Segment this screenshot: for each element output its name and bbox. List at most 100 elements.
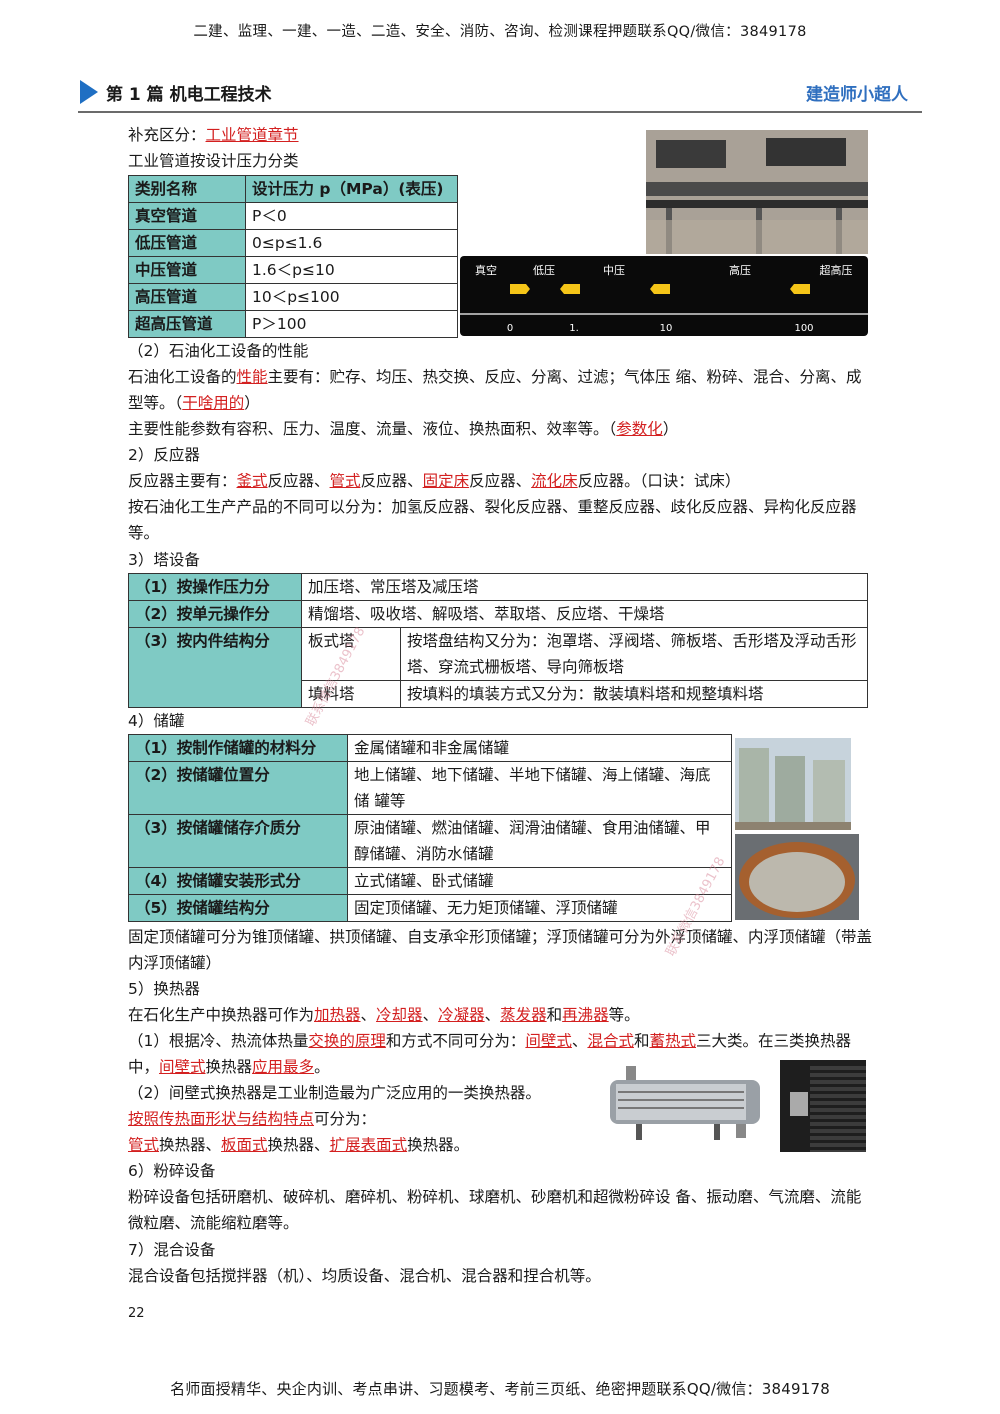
fin — [810, 1080, 866, 1084]
red-keyword: 蒸发器 — [500, 1006, 547, 1024]
pipe-range-cell: P＜0 — [245, 202, 458, 230]
exchanger-paragraph-1: 在石化生产中换热器可作为加热器、冷却器、冷凝器、蒸发器和再沸器等。 — [128, 1002, 873, 1028]
red-keyword: 再沸器 — [562, 1006, 609, 1024]
tower-cat-cell: （1）按操作压力分 — [128, 573, 302, 601]
tank-desc-cell: 固定顶储罐、无力矩顶储罐、浮顶储罐 — [347, 894, 732, 922]
top-banner: 二建、监理、一建、一造、二造、安全、消防、咨询、检测课程押题联系QQ/微信：38… — [193, 24, 807, 40]
text-span: 石油化工设备的 — [128, 368, 237, 386]
tank-cat-cell: （1）按制作储罐的材料分 — [128, 734, 348, 762]
supplement-link: 工业管道章节 — [205, 126, 299, 144]
tower-cat-cell: （2）按单元操作分 — [128, 600, 302, 628]
red-keyword: 加热器 — [314, 1006, 361, 1024]
scale-label: 中压 — [603, 264, 625, 277]
tower-heading: 3）塔设备 — [128, 551, 200, 569]
tank-photo-1-drawing — [735, 738, 851, 830]
text-span: 反应器主要有： — [128, 472, 237, 490]
text-span: 和方式不同可分为： — [385, 1032, 526, 1050]
tower-desc-cell: 按塔盘结构又分为：泡罩塔、浮阀塔、筛板塔、舌形塔及浮动舌形塔、穿流式栅板塔、导向… — [400, 627, 868, 681]
tank-photo-1 — [735, 738, 851, 830]
text-span: 和 — [633, 1032, 650, 1050]
text-span: 等。 — [608, 1006, 640, 1024]
fin — [810, 1115, 866, 1119]
red-keyword: 参数化 — [616, 420, 663, 438]
pipe-cat-cell: 高压管道 — [128, 283, 246, 311]
shell-tube-exchanger-image — [596, 1062, 772, 1142]
scale-label: 真空 — [475, 263, 497, 277]
shell-tube-exchanger-drawing — [610, 1066, 760, 1140]
scale-flag — [560, 284, 580, 294]
fin — [810, 1129, 866, 1133]
tank-desc-cell: 立式储罐、卧式储罐 — [347, 867, 732, 895]
red-keyword: 釜式 — [236, 472, 268, 490]
pipe-range-cell: 10＜p≤100 — [245, 283, 458, 311]
red-keyword: 扩展表面式 — [329, 1136, 408, 1154]
text-span: 反应器、 — [267, 472, 330, 490]
pipe-class-title: 工业管道按设计压力分类 — [128, 152, 299, 170]
red-keyword: 冷凝器 — [438, 1006, 485, 1024]
text-span: 、 — [571, 1032, 588, 1050]
header-divider — [78, 111, 922, 113]
reactor-heading: 2）反应器 — [128, 446, 200, 464]
text-span: 。 — [314, 1058, 330, 1076]
tower-table: （1）按操作压力分 加压塔、常压塔及减压塔 （2）按单元操作分 精馏塔、吸收塔、… — [128, 573, 868, 708]
tower-desc-cell: 按填料的填装方式又分为：散装填料塔和规整填料塔 — [400, 680, 868, 708]
pipe-header-cell: 设计压力 p（MPa）(表压) — [245, 175, 458, 203]
text-span: 在石化生产中换热器可作为 — [128, 1006, 315, 1024]
scale-flag — [790, 284, 810, 294]
tank-cat-cell: （4）按储罐安装形式分 — [128, 867, 348, 895]
fin — [810, 1094, 866, 1098]
supplement-line: 补充区分：工业管道章节 — [128, 122, 299, 148]
pipe-cat-cell: 中压管道 — [128, 256, 246, 284]
reactor-paragraph-1: 反应器主要有：釜式反应器、管式反应器、固定床反应器、流化床反应器。（口诀：试床） — [128, 468, 873, 494]
tank-cat-cell: （5）按储罐结构分 — [128, 894, 348, 922]
text-span: 三大类。在三类换热器中， — [128, 1032, 851, 1076]
finned-tube-image — [780, 1060, 866, 1154]
scale-label: 超高压 — [820, 263, 853, 277]
bottom-banner: 名师面授精华、央企内训、考点串讲、习题模考、考前三页纸、绝密押题联系QQ/微信：… — [170, 1380, 830, 1398]
text-span: 反应器。（口诀：试床） — [577, 472, 741, 490]
text-span: 反应器、 — [360, 472, 423, 490]
page-number: 22 — [128, 1306, 145, 1321]
text-span: 可分为： — [314, 1110, 377, 1128]
text-span: 换热器。 — [407, 1136, 470, 1154]
mixer-paragraph: 混合设备包括搅拌器（机）、均质设备、混合机、混合器和捏合机等。 — [128, 1267, 601, 1285]
fin — [810, 1087, 866, 1091]
scale-flag — [510, 284, 530, 294]
scale-tick-label: 0 — [507, 323, 513, 334]
fin — [810, 1136, 866, 1140]
fin — [810, 1101, 866, 1105]
exchanger-paragraph-5: 管式换热器、板面式换热器、扩展表面式换热器。 — [128, 1132, 469, 1158]
supplement-label: 补充区分： — [128, 126, 206, 144]
exchanger-paragraph-4: 按照传热面形状与结构特点可分为： — [128, 1106, 376, 1132]
reactor-paragraph-2: 按石油化工生产产品的不同可以分为：加氢反应器、裂化反应器、重整反应器、歧化反应器… — [128, 498, 857, 542]
pipe-photo — [646, 130, 868, 254]
tank-cat-cell: （3）按储罐储存介质分 — [128, 814, 348, 868]
red-keyword: 流化床 — [531, 472, 578, 490]
tower-cat-cell: （3）按内件结构分 — [128, 627, 302, 708]
tank-heading: 4）储罐 — [128, 712, 185, 730]
red-keyword: 间壁式 — [525, 1032, 572, 1050]
tower-desc-cell: 精馏塔、吸收塔、解吸塔、萃取塔、反应塔、干燥塔 — [301, 600, 868, 628]
crusher-heading: 6）粉碎设备 — [128, 1162, 216, 1180]
fin — [810, 1073, 866, 1077]
tank-photo-2-drawing — [735, 834, 859, 920]
chapter-arrow-icon — [80, 80, 98, 104]
text-span: 、 — [484, 1006, 501, 1024]
red-keyword: 冷却器 — [376, 1006, 423, 1024]
pipe-range-cell: 1.6＜p≤10 — [245, 256, 458, 284]
text-span: 换热器 — [205, 1058, 253, 1076]
red-keyword: 应用最多 — [252, 1058, 315, 1076]
sec2-heading: （2）石油化工设备的性能 — [128, 342, 309, 360]
scale-label: 高压 — [729, 263, 751, 277]
tank-table: （1）按制作储罐的材料分金属储罐和非金属储罐 （2）按储罐位置分地上储罐、地下储… — [128, 734, 732, 922]
red-keyword: 干啥用的 — [182, 394, 245, 412]
text-span: ） — [244, 394, 260, 412]
finned-tube-drawing — [780, 1060, 866, 1154]
fin — [810, 1150, 866, 1154]
tower-desc-cell: 加压塔、常压塔及减压塔 — [301, 573, 868, 601]
text-span: 换热器、 — [159, 1136, 222, 1154]
fin — [810, 1143, 866, 1147]
red-keyword: 管式 — [128, 1136, 160, 1154]
